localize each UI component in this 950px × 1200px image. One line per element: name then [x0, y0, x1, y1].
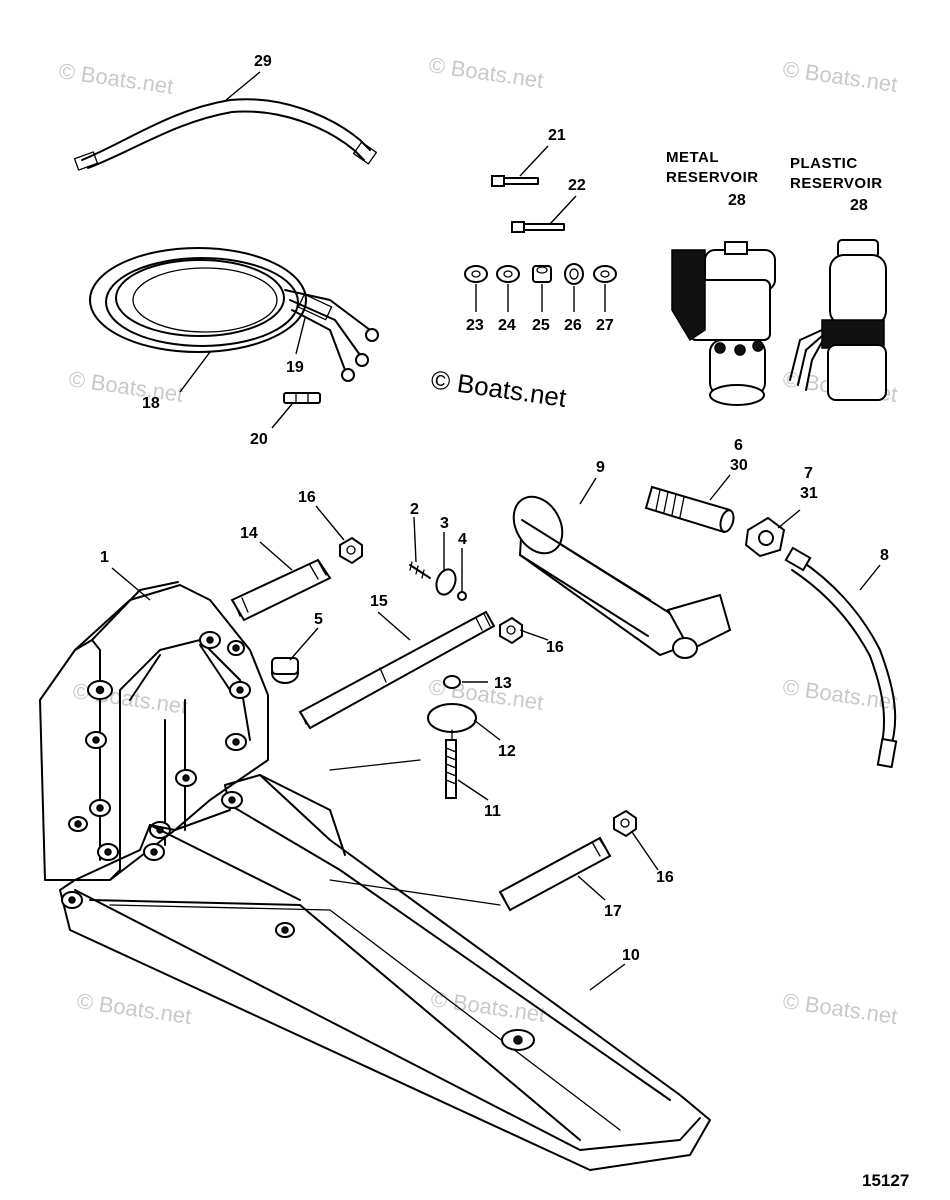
callout-8: 8 — [880, 547, 889, 564]
plastic-header-line2: RESERVOIR — [790, 175, 883, 192]
callout-2: 2 — [410, 501, 419, 518]
callout-24: 24 — [498, 317, 516, 334]
metal-header-line2: RESERVOIR — [666, 169, 759, 186]
callout-31: 31 — [800, 485, 818, 502]
part-17-stud — [498, 836, 612, 912]
callout-18: 18 — [142, 395, 160, 412]
callout-16: 16 — [298, 489, 316, 506]
watermark: © Boats.net — [67, 366, 185, 407]
part-28-plastic-reservoir — [789, 239, 887, 401]
callout-5: 5 — [314, 611, 323, 628]
part-29-hose — [73, 98, 378, 171]
part-14-stud — [230, 558, 332, 622]
callout-16: 16 — [546, 639, 564, 656]
watermark: © Boats.net — [781, 56, 899, 97]
part-2-screw — [409, 561, 431, 579]
metal-header-line1: METAL — [666, 149, 719, 166]
callout-23: 23 — [466, 317, 484, 334]
callout-17: 17 — [604, 903, 622, 920]
part-16-nut — [339, 536, 363, 565]
leader-lines — [111, 71, 881, 991]
callout-14: 14 — [240, 525, 258, 542]
part-5-bushing — [271, 657, 299, 684]
metal-header-number: 28 — [728, 192, 746, 209]
callout-22: 22 — [568, 177, 586, 194]
callout-13: 13 — [494, 675, 512, 692]
callout-26: 26 — [564, 317, 582, 334]
part-11-stud — [445, 739, 457, 799]
part-9-cylinder — [512, 495, 732, 659]
watermark: © Boats.net — [75, 988, 193, 1029]
callout-11: 11 — [484, 803, 501, 820]
part-22-bolt — [511, 221, 565, 233]
callout-15: 15 — [370, 593, 388, 610]
part-20-connector — [283, 392, 321, 404]
callout-12: 12 — [498, 743, 516, 760]
callout-25: 25 — [532, 317, 550, 334]
part-15-rod — [298, 610, 496, 730]
callout-19: 19 — [286, 359, 304, 376]
callout-30: 30 — [730, 457, 748, 474]
part-16-nut — [613, 809, 637, 838]
callout-4: 4 — [458, 531, 467, 548]
watermark: © Boats.net — [429, 986, 547, 1027]
washer-row — [464, 263, 617, 285]
center-watermark: © Boats.net — [429, 364, 569, 413]
part-10-base — [59, 759, 711, 1171]
callout-7: 7 — [804, 465, 813, 482]
part-7-nut — [744, 516, 786, 558]
diagram-reference-number: 15127 — [862, 1171, 909, 1190]
callout-6: 6 — [734, 437, 743, 454]
watermark: © Boats.net — [57, 58, 175, 99]
part-18-harness — [89, 247, 379, 382]
plastic-header-number: 28 — [850, 197, 868, 214]
part-12-pad — [427, 703, 477, 741]
part-8-hose — [784, 546, 898, 769]
callout-1: 1 — [100, 549, 109, 566]
callout-29: 29 — [254, 53, 272, 70]
plastic-header-line1: PLASTIC — [790, 155, 858, 172]
callout-9: 9 — [596, 459, 605, 476]
part-16-nut — [499, 616, 523, 645]
part-28-metal-reservoir — [671, 241, 776, 406]
callout-27: 27 — [596, 317, 614, 334]
reservoir-headers: METAL RESERVOIR 28 PLASTIC RESERVOIR 28 — [666, 149, 883, 214]
callout-10: 10 — [622, 947, 640, 964]
callout-21: 21 — [548, 127, 566, 144]
part-6-pin — [644, 485, 735, 534]
part-4-nut — [457, 591, 467, 601]
watermark: © Boats.net — [781, 988, 899, 1029]
watermark: © Boats.net — [427, 52, 545, 93]
callout-16: 16 — [656, 869, 674, 886]
part-1-bracket — [39, 581, 269, 881]
part-13-nut — [443, 675, 461, 689]
callout-3: 3 — [440, 515, 449, 532]
callout-20: 20 — [250, 431, 268, 448]
part-3-washer — [435, 568, 457, 596]
part-21-bolt — [491, 175, 539, 187]
callout-labels: 29 21 22 23 24 25 26 27 18 19 20 6 30 7 … — [100, 53, 889, 964]
